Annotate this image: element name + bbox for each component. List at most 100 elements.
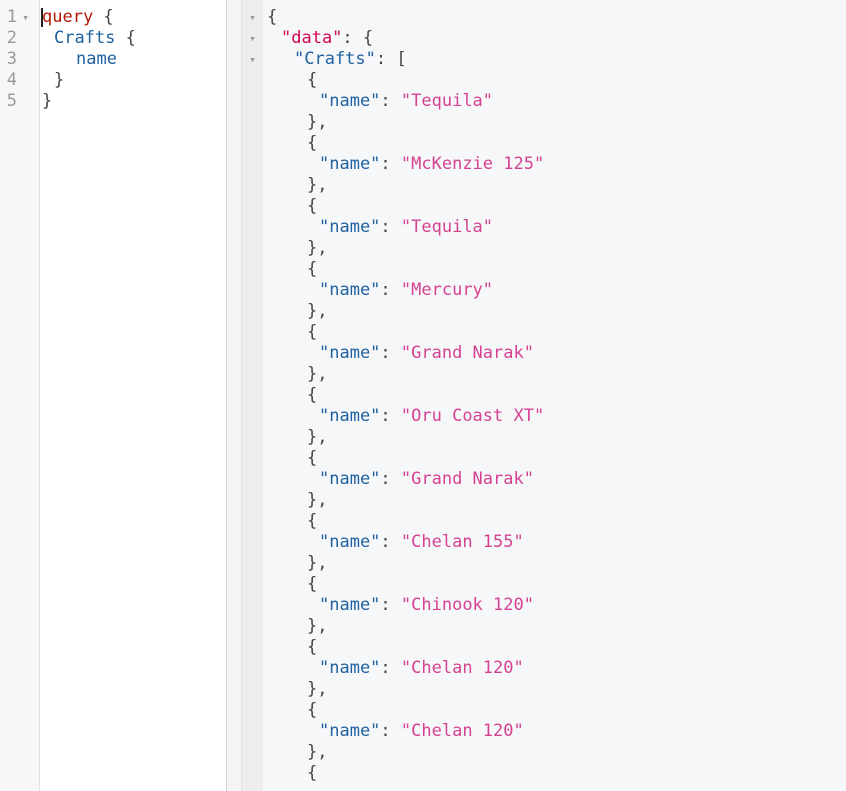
fold-toggle-icon[interactable]: ▾ <box>249 11 256 24</box>
code-token: Crafts <box>54 28 116 48</box>
fold-toggle-icon[interactable]: ▾ <box>249 32 256 45</box>
code-token: "name" <box>319 343 381 363</box>
code-line: "name": "McKenzie 125" <box>267 154 846 175</box>
code-token: { <box>307 448 318 468</box>
code-token: { <box>307 511 318 531</box>
fold-gutter-spacer <box>17 49 34 70</box>
fold-gutter-spacer <box>242 343 263 364</box>
result-viewer-pane[interactable]: ▾▾▾ {"data": {"Crafts": [{"name": "Tequi… <box>242 0 846 791</box>
code-token: "name" <box>319 280 381 300</box>
code-token: }, <box>307 742 328 762</box>
fold-gutter-spacer <box>242 91 263 112</box>
query-editor-code[interactable]: query {Crafts {name}} <box>40 0 226 791</box>
fold-gutter-spacer <box>242 70 263 91</box>
line-number: 3 <box>6 49 17 69</box>
editor-scrollbar-track[interactable] <box>227 0 242 791</box>
code-token: }, <box>307 175 328 195</box>
code-token: }, <box>307 490 328 510</box>
code-token: : { <box>342 28 374 48</box>
line-number: 4 <box>6 70 17 90</box>
code-token: : <box>380 469 401 489</box>
code-line: { <box>267 511 846 532</box>
pane-divider[interactable] <box>226 0 227 791</box>
fold-gutter-spacer <box>242 679 263 700</box>
fold-gutter-spacer <box>242 133 263 154</box>
fold-gutter-spacer <box>17 28 34 49</box>
line-number: 2 <box>6 28 17 48</box>
fold-gutter-spacer <box>242 196 263 217</box>
code-line: }, <box>267 112 846 133</box>
fold-gutter-spacer <box>242 511 263 532</box>
code-line: name <box>42 49 226 70</box>
code-token: : <box>380 217 401 237</box>
code-token: : <box>380 154 401 174</box>
fold-gutter-spacer <box>242 595 263 616</box>
fold-gutter-spacer <box>242 574 263 595</box>
fold-gutter-spacer <box>242 217 263 238</box>
fold-gutter-spacer <box>242 301 263 322</box>
fold-gutter-spacer <box>242 532 263 553</box>
code-line: { <box>267 133 846 154</box>
code-token: : <box>380 406 401 426</box>
code-token: "name" <box>319 469 381 489</box>
code-line: }, <box>267 364 846 385</box>
code-token: { <box>307 322 318 342</box>
fold-gutter-spacer <box>242 469 263 490</box>
code-line: } <box>42 70 226 91</box>
code-token: : <box>380 91 401 111</box>
code-line: { <box>267 763 846 784</box>
code-line: "name": "Chelan 120" <box>267 721 846 742</box>
code-line: }, <box>267 679 846 700</box>
code-line: "name": "Tequila" <box>267 91 846 112</box>
code-line: }, <box>267 238 846 259</box>
fold-gutter-spacer <box>242 175 263 196</box>
code-line: }, <box>267 553 846 574</box>
code-token: "data" <box>281 28 343 48</box>
code-line: { <box>267 574 846 595</box>
fold-gutter-spacer <box>17 70 34 91</box>
code-token: { <box>93 7 114 27</box>
gutter-row: 5 <box>0 91 39 112</box>
code-line: }, <box>267 490 846 511</box>
code-token: : [ <box>375 49 407 69</box>
code-token: }, <box>307 301 328 321</box>
code-line: "name": "Mercury" <box>267 280 846 301</box>
code-token: { <box>307 763 318 783</box>
code-line: "name": "Grand Narak" <box>267 343 846 364</box>
fold-gutter-spacer <box>242 238 263 259</box>
code-line: "name": "Chelan 155" <box>267 532 846 553</box>
fold-gutter-spacer <box>242 322 263 343</box>
fold-gutter-spacer <box>242 427 263 448</box>
result-fold-gutter: ▾ ▾ ▾ <box>242 0 263 791</box>
code-line: "Crafts": [ <box>267 49 846 70</box>
code-line: { <box>267 385 846 406</box>
code-line: { <box>267 637 846 658</box>
code-token: "Chelan 120" <box>400 721 524 741</box>
fold-gutter-spacer <box>242 112 263 133</box>
code-line: }, <box>267 616 846 637</box>
result-viewer-code[interactable]: {"data": {"Crafts": [{"name": "Tequila"}… <box>263 0 846 791</box>
fold-gutter-spacer <box>242 721 263 742</box>
fold-gutter-spacer <box>242 406 263 427</box>
code-token: : <box>380 280 401 300</box>
gutter-row: 3 <box>0 49 39 70</box>
code-line: "name": "Tequila" <box>267 217 846 238</box>
code-token: }, <box>307 238 328 258</box>
code-line: { <box>267 70 846 91</box>
fold-toggle-icon[interactable]: ▾ <box>249 53 256 66</box>
fold-gutter-spacer <box>242 364 263 385</box>
text-cursor <box>41 8 43 27</box>
code-line: { <box>267 7 846 28</box>
line-number: 1 <box>6 7 17 27</box>
fold-gutter-spacer <box>242 637 263 658</box>
code-token: : <box>380 595 401 615</box>
code-token: "name" <box>319 658 381 678</box>
code-line: }, <box>267 301 846 322</box>
code-token: : <box>380 532 401 552</box>
fold-toggle-icon[interactable]: ▾ <box>22 11 29 24</box>
code-token: "name" <box>319 532 381 552</box>
code-token: { <box>307 196 318 216</box>
code-token: "Oru Coast XT" <box>400 406 545 426</box>
